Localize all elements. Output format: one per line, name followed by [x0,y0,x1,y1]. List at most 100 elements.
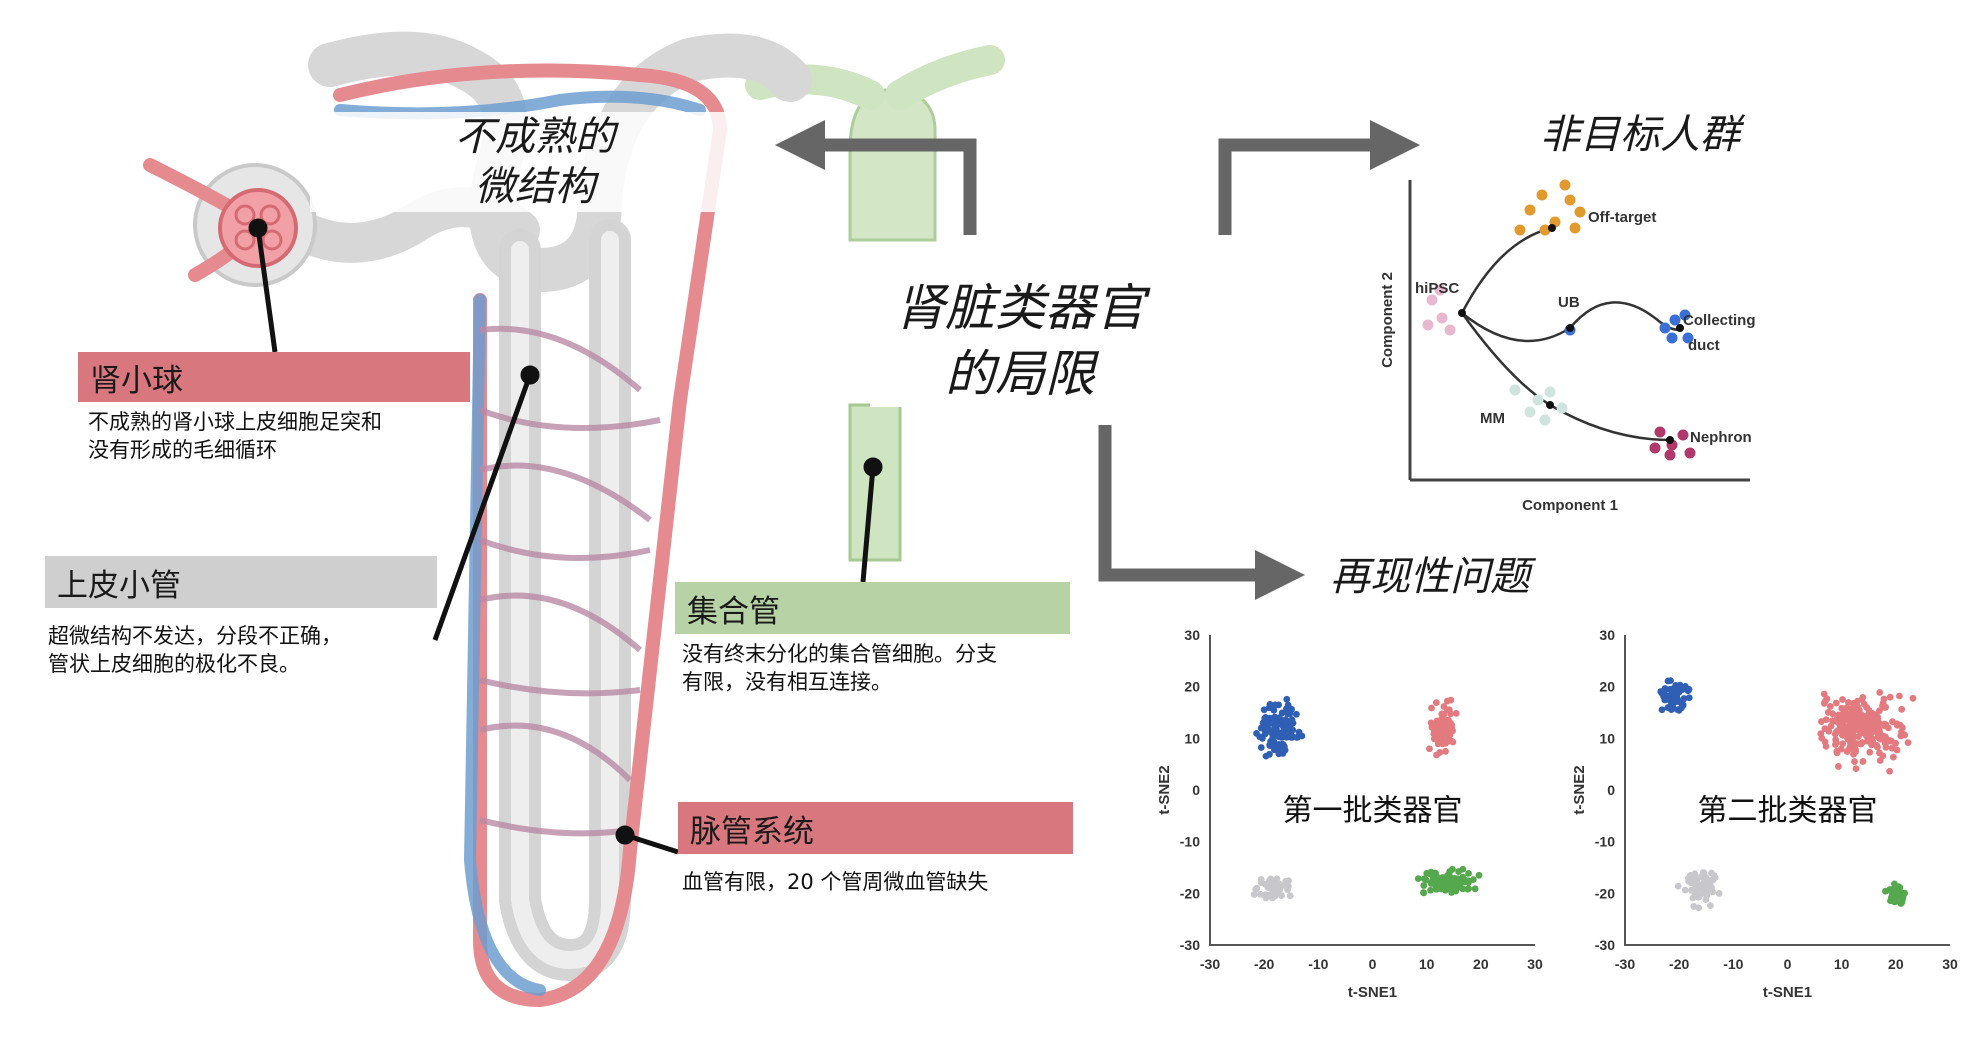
tsne-point-cluster-1 [1817,730,1825,738]
tsne-point-cluster-0 [1257,744,1265,751]
trajectory-point-1-5 [1574,206,1586,218]
tsne-xtick: 10 [1834,956,1850,972]
tsne-ytick: 10 [1184,730,1200,746]
tsne-point-cluster-1 [1432,699,1440,707]
tsne-point-cluster-1 [1904,739,1912,747]
tsne-point-cluster-3 [1420,875,1428,883]
tsne-batch-title: 第一批类器官 [1283,793,1463,828]
tsne-point-cluster-1 [1866,748,1874,756]
label-ub: UB [1558,294,1580,311]
tsne-point-cluster-1 [1838,721,1846,729]
trajectory-point-3-1 [1679,309,1691,321]
label-hipsc: hiPSC [1415,280,1459,297]
tsne-point-cluster-1 [1877,735,1885,743]
tsne-xtick: 30 [1527,956,1543,972]
tsne-ytick: -10 [1595,834,1615,850]
tsne-ytick: -30 [1595,937,1615,953]
tsne-point-cluster-2 [1284,886,1291,894]
tsne-batch-title: 第二批类器官 [1698,793,1878,828]
trajectory-node-3 [1546,401,1554,409]
trajectory-point-4-3 [1544,386,1556,398]
tsne-point-cluster-2 [1263,880,1270,888]
tsne-point-cluster-1 [1881,722,1889,730]
tsne-point-cluster-2 [1674,882,1682,890]
tsne-point-cluster-1 [1871,712,1878,719]
tsne-point-cluster-0 [1273,743,1281,751]
tsne-point-cluster-2 [1257,890,1264,898]
tsne-point-cluster-0 [1675,688,1683,696]
tsne-point-cluster-0 [1667,677,1674,685]
tsne-point-cluster-2 [1267,875,1274,883]
tsne-point-cluster-0 [1667,706,1675,714]
trajectory-point-1-7 [1514,224,1526,236]
trajectory-point-1-6 [1539,224,1551,236]
tsne-xtick: 20 [1473,956,1489,972]
tsne-ytick: 10 [1599,730,1615,746]
tsne-point-cluster-1 [1433,731,1441,739]
tsne-point-cluster-0 [1658,706,1666,714]
tsne-point-cluster-2 [1695,893,1703,901]
arrow-to-off-target [1218,138,1380,235]
tsne-title-bg [1677,790,1898,831]
trajectory-point-5-0 [1654,426,1666,438]
tsne-point-cluster-0 [1262,752,1270,760]
tsne-point-cluster-0 [1271,701,1279,709]
tsne-point-cluster-0 [1275,717,1283,725]
tsne-point-cluster-2 [1273,875,1281,883]
tsne-point-cluster-0 [1265,704,1273,712]
trajectory-point-0-1 [1436,312,1448,324]
tsne-point-cluster-1 [1869,722,1877,730]
tsne-point-cluster-1 [1834,763,1842,770]
trajectory-point-3-0 [1669,314,1681,326]
tsne-point-cluster-3 [1440,884,1447,891]
arrowhead-right-top [1370,120,1420,170]
off-target-heading: 非目标人群 [1540,112,1740,158]
tsne-point-cluster-1 [1445,706,1453,714]
tsne-xtick: 0 [1784,956,1792,972]
tsne-point-cluster-1 [1896,692,1903,700]
tsne-xtick: 30 [1942,956,1958,972]
tsne-point-cluster-3 [1453,876,1461,883]
tsne-point-cluster-3 [1475,871,1483,879]
tsne-point-cluster-1 [1821,738,1829,746]
trajectory-point-4-0 [1509,384,1521,396]
tsne-point-cluster-0 [1286,728,1294,736]
tsne-point-cluster-3 [1891,880,1898,888]
tsne-axes [1209,635,1535,946]
tsne-ytick: 30 [1184,627,1200,643]
trajectory-point-4-1 [1524,406,1536,418]
tsne-point-cluster-0 [1283,708,1291,716]
trajectory-point-5-3 [1684,447,1696,459]
trajectory-node-0 [1458,309,1466,317]
tsne-point-cluster-1 [1832,741,1839,749]
tsne-point-cluster-1 [1446,737,1454,745]
tsne-point-cluster-1 [1874,743,1881,751]
main-title: 肾脏类器官 的局限 [870,275,1170,407]
tsne-point-cluster-1 [1824,708,1832,716]
tsne-point-cluster-3 [1414,875,1422,883]
trajectory-point-3-2 [1666,332,1678,344]
tsne-point-cluster-2 [1700,869,1708,877]
tsne-point-cluster-0 [1271,713,1279,721]
label-collecting: Collecting [1683,312,1756,329]
glomerulus-pointer-line [255,227,278,353]
tsne-point-cluster-1 [1876,707,1883,715]
tsne-point-cluster-1 [1854,697,1861,705]
tsne-point-cluster-0 [1288,716,1296,723]
tsne-point-cluster-3 [1465,885,1472,893]
tsne-point-cluster-2 [1262,894,1270,902]
label-nephron: Nephron [1690,429,1752,446]
label-off-target: Off-target [1588,209,1656,226]
trajectory-point-5-5 [1649,442,1661,454]
tsne-title-bg [1262,790,1483,831]
tsne-point-cluster-2 [1706,885,1713,893]
tsne-point-cluster-2 [1687,879,1695,887]
tsne-point-cluster-1 [1847,711,1855,719]
tsne-point-cluster-1 [1428,704,1435,712]
tsne-point-cluster-0 [1674,706,1682,714]
tsne-point-cluster-0 [1282,716,1290,724]
trajectory-point-0-3 [1444,324,1456,336]
tsne-point-cluster-3 [1887,897,1894,905]
